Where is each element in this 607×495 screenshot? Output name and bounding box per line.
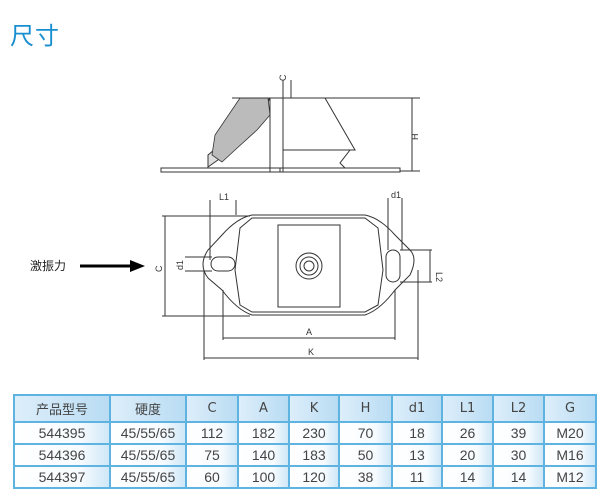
dim-c-top: C [278, 74, 288, 81]
column-header: L1 [441, 394, 494, 423]
technical-drawing: C H L1 d1 d1 C L2 A K [80, 74, 444, 360]
table-cell: 70 [338, 421, 393, 445]
table-cell: 60 [185, 465, 239, 489]
side-view [160, 80, 420, 173]
table-cell: 544397 [13, 465, 111, 489]
table-cell: 544396 [13, 443, 111, 467]
table-cell: 45/55/65 [109, 443, 187, 467]
dim-a: A [306, 327, 312, 337]
dim-l1: L1 [219, 192, 229, 202]
force-arrow-icon [80, 260, 145, 272]
dim-h: H [410, 134, 420, 141]
table-cell: 182 [237, 421, 290, 445]
table-cell: 18 [391, 421, 443, 445]
table-cell: 45/55/65 [109, 465, 187, 489]
table-cell: 38 [338, 465, 393, 489]
table-cell: 183 [288, 443, 340, 467]
table-cell: 14 [492, 465, 545, 489]
column-header: H [338, 394, 393, 423]
column-header: d1 [391, 394, 443, 423]
dim-d1-left: d1 [175, 260, 185, 270]
table-cell: 30 [492, 443, 545, 467]
table-cell: 140 [237, 443, 290, 467]
table-cell: 14 [441, 465, 494, 489]
top-view [202, 214, 415, 316]
column-header: L2 [492, 394, 545, 423]
section-title: 尺寸 [10, 22, 60, 50]
table-cell: M16 [543, 443, 597, 467]
table-cell: 50 [338, 443, 393, 467]
table-cell: 230 [288, 421, 340, 445]
dim-l2: L2 [434, 272, 444, 282]
dim-c-side: C [154, 265, 164, 272]
column-header: 硬度 [109, 394, 187, 423]
table-cell: 544395 [13, 421, 111, 445]
dim-k: K [308, 347, 314, 357]
column-header: C [185, 394, 239, 423]
dimension-lines [162, 198, 432, 360]
table-cell: 112 [185, 421, 239, 445]
table-cell: 120 [288, 465, 340, 489]
table-cell: 11 [391, 465, 443, 489]
table-cell: 39 [492, 421, 545, 445]
table-cell: M20 [543, 421, 597, 445]
table-cell: 75 [185, 443, 239, 467]
force-label: 激振力 [30, 259, 67, 273]
dim-d1-right: d1 [391, 190, 401, 200]
table-cell: 26 [441, 421, 494, 445]
column-header: G [543, 394, 597, 423]
table-cell: 100 [237, 465, 290, 489]
column-header: K [288, 394, 340, 423]
table-cell: M12 [543, 465, 597, 489]
table-cell: 45/55/65 [109, 421, 187, 445]
column-header: 产品型号 [13, 394, 111, 423]
table-cell: 20 [441, 443, 494, 467]
table-cell: 13 [391, 443, 443, 467]
column-header: A [237, 394, 290, 423]
